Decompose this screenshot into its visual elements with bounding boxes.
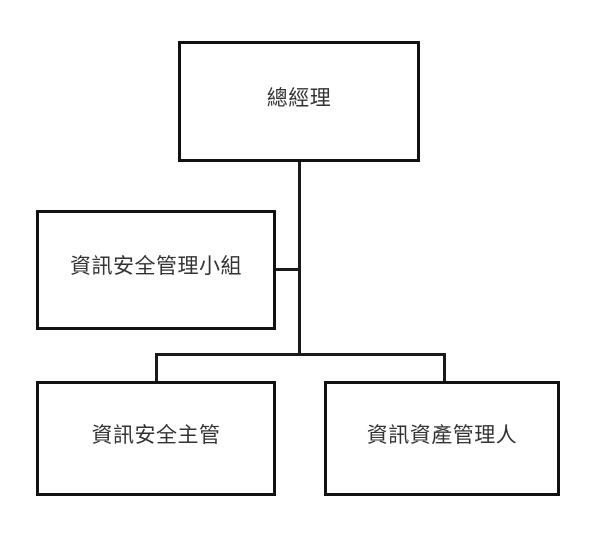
- connector-ceo-to-subordinates: [298, 160, 301, 356]
- org-node-label: 資訊資產管理人: [366, 422, 518, 447]
- org-node-information-security-officer[interactable]: 資訊安全主管: [36, 381, 276, 496]
- org-node-label: 總經理: [266, 85, 332, 110]
- org-node-information-security-management-team[interactable]: 資訊安全管理小組: [36, 210, 276, 330]
- org-node-label: 資訊安全管理小組: [70, 254, 242, 279]
- connector-drop-to-asset-manager: [443, 353, 446, 383]
- connector-drop-to-iso: [155, 353, 158, 383]
- org-node-general-manager[interactable]: 總經理: [178, 41, 420, 162]
- org-node-label: 資訊安全主管: [91, 422, 221, 447]
- connector-isms-team-branch: [274, 268, 300, 271]
- connector-distribution-bar: [155, 353, 446, 356]
- org-node-information-asset-manager[interactable]: 資訊資產管理人: [324, 381, 560, 496]
